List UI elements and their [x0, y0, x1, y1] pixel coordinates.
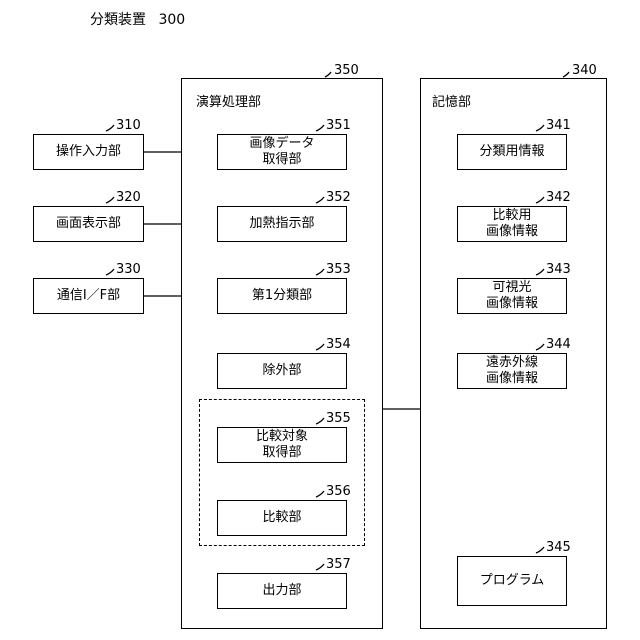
comparison-image-info: 比較用 画像情報	[457, 206, 567, 242]
processing-unit-label: 演算処理部	[196, 95, 261, 111]
ref-350: 350	[334, 63, 359, 79]
classification-info: 分類用情報	[457, 134, 567, 170]
ref-330: 330	[116, 262, 141, 278]
first-classification-unit: 第1分類部	[217, 278, 347, 314]
item-label: 比較用 画像情報	[486, 208, 538, 240]
ref-340: 340	[572, 63, 597, 79]
ref-344: 344	[546, 337, 571, 353]
leader-330	[106, 269, 114, 275]
io-unit-label: 通信I／F部	[57, 288, 120, 304]
ref-343: 343	[546, 262, 571, 278]
leader-340	[563, 72, 569, 77]
leader-350	[325, 72, 331, 77]
exclusion-unit: 除外部	[217, 353, 347, 389]
ref-354: 354	[326, 337, 351, 353]
comparison-target-acquisition-unit: 比較対象 取得部	[217, 427, 347, 463]
item-label: 分類用情報	[479, 144, 544, 160]
io-unit-label: 操作入力部	[56, 144, 121, 160]
ref-357: 357	[326, 557, 351, 573]
output-unit: 出力部	[217, 573, 347, 609]
ref-352: 352	[326, 190, 351, 206]
far-infrared-image-info: 遠赤外線 画像情報	[457, 353, 567, 389]
unit-label: 比較部	[262, 510, 301, 526]
ref-341: 341	[546, 118, 571, 134]
io-unit-operation-input: 操作入力部	[33, 134, 144, 170]
io-unit-screen-display: 画面表示部	[33, 206, 144, 242]
comparison-unit: 比較部	[217, 500, 347, 536]
ref-356: 356	[326, 484, 351, 500]
unit-label: 第1分類部	[252, 288, 312, 304]
heating-instruction-unit: 加熱指示部	[217, 206, 347, 242]
program: プログラム	[457, 556, 567, 606]
unit-label: 加熱指示部	[249, 216, 314, 232]
ref-355: 355	[326, 411, 351, 427]
item-label: 可視光 画像情報	[486, 280, 538, 312]
storage-unit-label: 記憶部	[432, 95, 471, 111]
leader-310	[106, 125, 114, 131]
ref-351: 351	[326, 118, 351, 134]
ref-310: 310	[116, 118, 141, 134]
leader-320	[106, 197, 114, 203]
unit-label: 除外部	[262, 363, 301, 379]
ref-345: 345	[546, 540, 571, 556]
io-unit-communication-if: 通信I／F部	[33, 278, 144, 314]
ref-353: 353	[326, 262, 351, 278]
ref-342: 342	[546, 190, 571, 206]
image-data-acquisition-unit: 画像データ 取得部	[217, 134, 347, 170]
unit-label: 出力部	[262, 583, 301, 599]
ref-320: 320	[116, 190, 141, 206]
visible-light-image-info: 可視光 画像情報	[457, 278, 567, 314]
unit-label: 比較対象 取得部	[256, 429, 308, 461]
item-label: 遠赤外線 画像情報	[486, 355, 538, 387]
io-unit-label: 画面表示部	[56, 216, 121, 232]
unit-label: 画像データ 取得部	[249, 136, 314, 168]
item-label: プログラム	[480, 573, 545, 589]
